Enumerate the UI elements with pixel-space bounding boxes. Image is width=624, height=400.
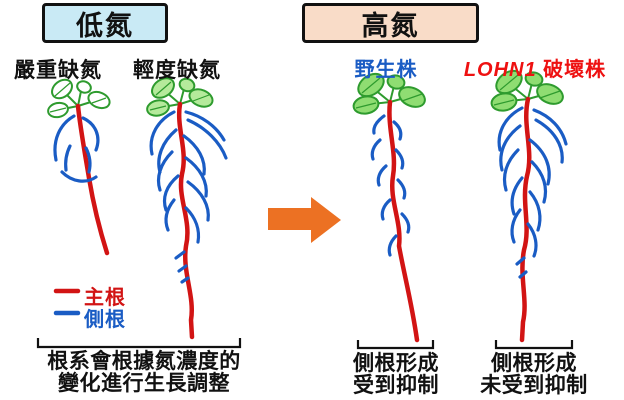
mutant-caption-line1: 側根形成 [491,352,577,375]
mutant-caption-line2: 未受到抑制 [480,374,588,397]
mutant-label: LOHN1 破壞株 [452,53,618,82]
bracket-wild-type [356,340,435,350]
high-nitrogen-header: 高氮 [302,3,479,43]
low-nitrogen-caption: 根系會根據氮濃度的 變化進行生長調整 [28,351,260,395]
arrow-right-icon [268,197,341,243]
legend-main-root-label: 主根 [84,287,126,309]
mutant-suffix: 破壞株 [543,59,607,81]
wild-type-caption: 側根形成 受到抑制 [330,353,462,397]
wild-type-caption-line1: 側根形成 [353,352,439,375]
legend-lateral-root-label: 側根 [84,309,126,331]
wild-type-label: 野生株 [354,59,418,81]
low-nitrogen-header: 低氮 [42,3,168,43]
wild-type-caption-line2: 受到抑制 [353,374,439,397]
low-nitrogen-caption-line2: 變化進行生長調整 [58,372,230,395]
plant-lohn1-mutant-illustration [490,69,568,343]
bracket-mutant [494,340,574,350]
severe-deficiency-label: 嚴重缺氮 [14,59,102,82]
bracket-low-nitrogen [36,338,242,349]
plant-wild-type-illustration [352,72,426,343]
mild-deficiency-label: 輕度缺氮 [133,59,221,82]
low-nitrogen-header-label: 低氮 [76,10,134,41]
plant-mild-deficiency-illustration [146,77,228,340]
plant-severe-deficiency-illustration [47,78,111,256]
mutant-gene-name: LOHN1 [463,59,537,81]
high-nitrogen-header-label: 高氮 [361,10,420,41]
mutant-caption: 側根形成 未受到抑制 [468,353,600,397]
low-nitrogen-caption-line1: 根系會根據氮濃度的 [47,350,241,373]
